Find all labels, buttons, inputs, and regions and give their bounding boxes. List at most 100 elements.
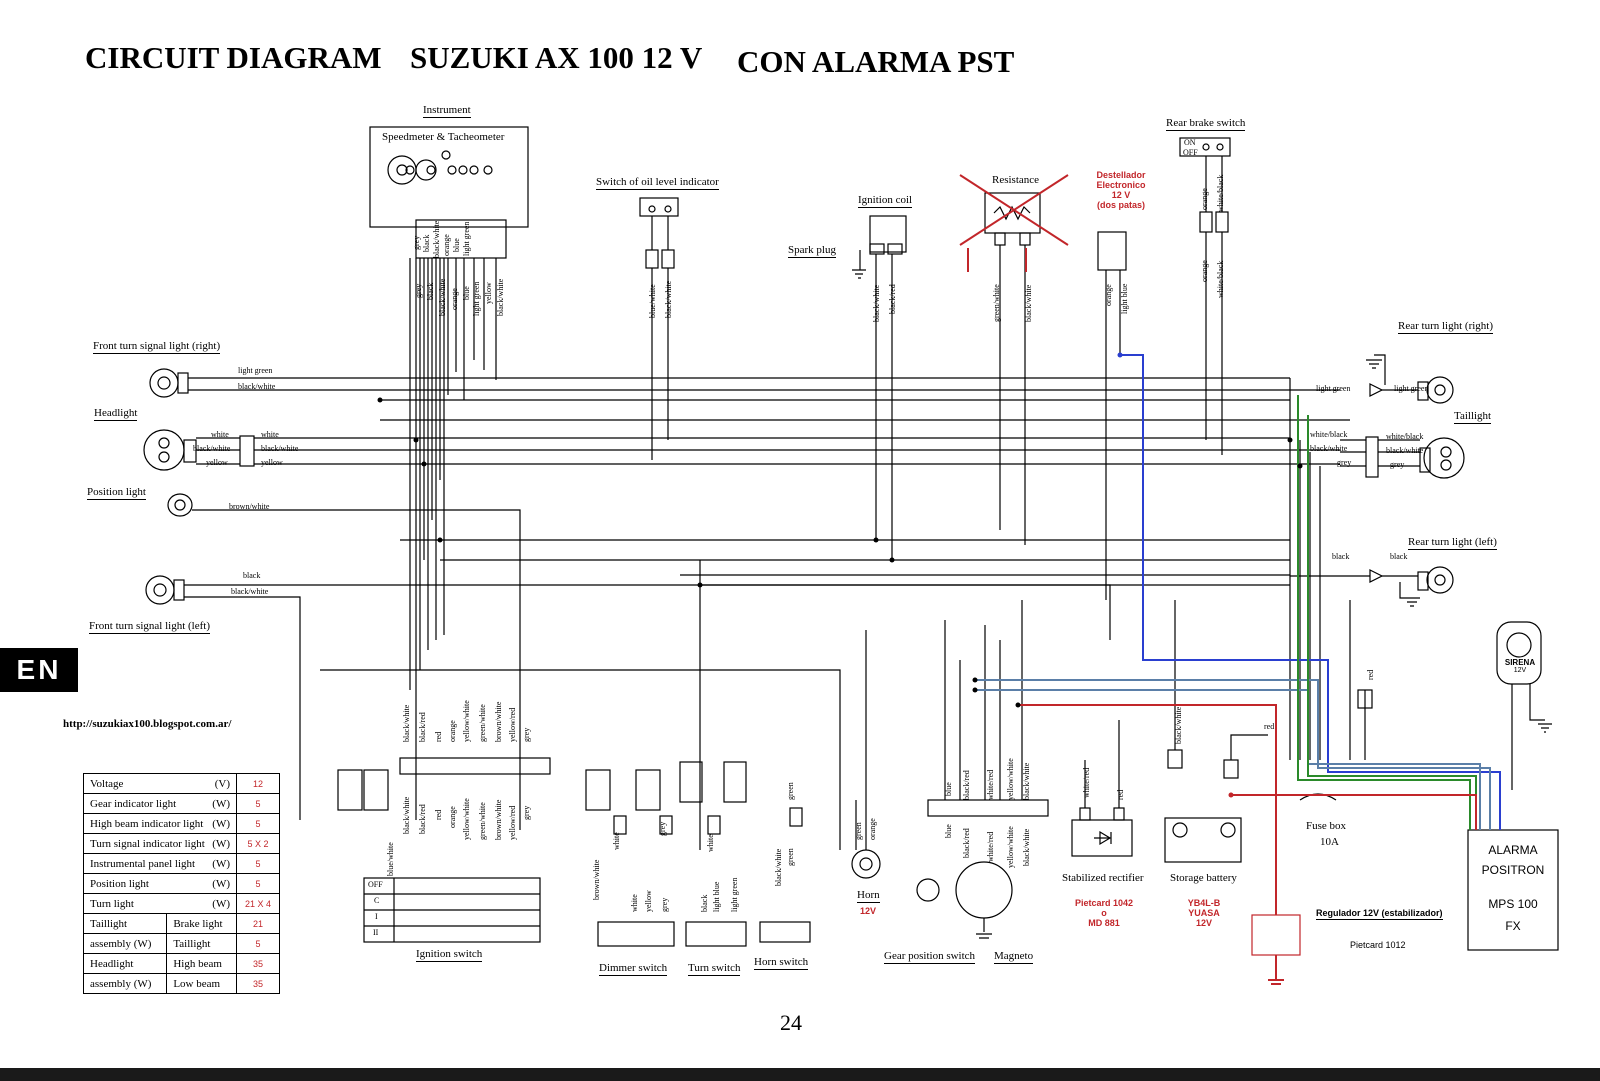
battery-note-3: 12V: [1195, 918, 1212, 928]
vlabel-grey: grey: [412, 235, 421, 250]
wire-label-rt-light-green-a: light green: [1316, 384, 1351, 393]
spec-sub-label: Low beam: [166, 973, 237, 994]
destellador-line-2: Electronico: [1096, 180, 1146, 190]
vlabel-ign-green-white: green/white: [478, 704, 487, 742]
rectifier-note: Pietcard 1042 o MD 881: [1066, 898, 1142, 928]
instrument-label: Instrument: [423, 104, 471, 118]
vlabel-black-white-3: black/white: [496, 278, 505, 316]
spec-value: 5: [236, 793, 280, 814]
wire-label-grey-a: grey: [1337, 458, 1352, 467]
wire-label-white-black-b: white/black: [1386, 432, 1424, 441]
vlabel-horn-black-white: black/white: [774, 848, 783, 886]
ignition-switch-label: Ignition switch: [416, 948, 483, 962]
spec-value: 35: [236, 953, 280, 974]
spec-row: Turn light(W)21 X 4: [83, 893, 280, 914]
ign-pos-c: C: [374, 896, 380, 905]
vlabel-horn-green-2: green: [786, 848, 795, 866]
vlabel-ign2-red: red: [434, 809, 443, 820]
vlabel-orange-2: orange: [450, 288, 459, 310]
vlabel-brake-orange: orange: [1200, 188, 1209, 210]
vlabel-coil-black-white: black/white: [872, 284, 881, 322]
vlabel-mag-black-red: black/red: [962, 770, 971, 800]
front-turn-right-label: Front turn signal light (right): [93, 340, 221, 354]
vlabel-dim-white-2: white: [630, 894, 639, 912]
spec-unit: (W): [212, 877, 230, 890]
alarm-line-2: POSITRON: [1481, 863, 1545, 877]
wire-label-rt-light-green-b: light green: [1394, 384, 1429, 393]
wire-label-white-black-a: white/black: [1310, 430, 1348, 439]
vlabel-mag2-yellow-white: yellow/white: [1006, 826, 1015, 868]
vlabel-ign-black-red: black/red: [418, 712, 427, 742]
wire-label-yellow-a: yellow: [206, 458, 228, 467]
vlabel-ign-blue-white: blue/white: [386, 842, 395, 876]
wire-label-black-white: black/white: [238, 382, 276, 391]
taillight-label: Taillight: [1454, 410, 1492, 424]
destellador-line-3: 12 V: [1111, 190, 1131, 200]
fuse-value: 10A: [1320, 836, 1339, 848]
spec-value: 12: [236, 773, 280, 794]
spec-unit: (W): [212, 797, 230, 810]
alarm-line-1: ALARMA: [1488, 843, 1538, 857]
wire-label-black-white-hl-b: black/white: [261, 444, 299, 453]
position-light-label: Position light: [87, 486, 146, 500]
destellador-note: Destellador Electronico 12 V (dos patas): [1086, 170, 1156, 210]
vlabel-turn-light-blue: light blue: [712, 881, 721, 912]
vlabel-red-right: red: [1366, 669, 1375, 680]
vlabel-rect-white-red: white/red: [1082, 767, 1091, 798]
spec-group-label: Headlight: [82, 953, 168, 974]
vlabel-ign-yellow-white: yellow/white: [462, 700, 471, 742]
vlabel-blue: blue: [452, 238, 461, 252]
wire-label-black: black: [243, 571, 261, 580]
sirena-name: SIRENA: [1504, 658, 1536, 667]
vlabel-mag2-white-red: white/red: [986, 831, 995, 862]
alarm-line-4: FX: [1505, 919, 1521, 933]
spec-row: Voltage(V)12: [83, 773, 280, 794]
rectifier-note-2: o: [1101, 908, 1107, 918]
spec-sub-label: Brake light: [166, 913, 237, 934]
off-label: OFF: [1183, 148, 1198, 157]
destellador-line-1: Destellador: [1096, 170, 1146, 180]
spec-value: 21: [236, 913, 280, 934]
vlabel-brake-orange-2: orange: [1200, 260, 1209, 282]
wire-label-red-battery: red: [1264, 722, 1275, 731]
wire-label-yellow-b: yellow: [261, 458, 283, 467]
battery-note-2: YUASA: [1188, 908, 1220, 918]
gear-position-switch-label: Gear position switch: [884, 950, 976, 964]
spec-row: Turn signal indicator light(W)5 X 2: [83, 833, 280, 854]
vlabel-ign-red: red: [434, 731, 443, 742]
spec-value: 35: [236, 973, 280, 994]
wire-label-rl-black-a: black: [1332, 552, 1350, 561]
spec-unit: (W): [212, 817, 230, 830]
rear-brake-switch-label: Rear brake switch: [1166, 117, 1246, 131]
vlabel-brake-white-black-2: white/black: [1216, 260, 1225, 298]
oil-switch-label: Switch of oil level indicator: [596, 176, 719, 190]
ign-pos-i: I: [375, 912, 378, 921]
spec-group-label: assembly (W): [82, 933, 168, 954]
spec-value: 5: [236, 933, 280, 954]
spec-value: 5: [236, 853, 280, 874]
vlabel-dim-yellow: yellow: [644, 890, 653, 912]
wire-label-black-white-left: black/white: [231, 587, 269, 596]
wire-label-grey-b: grey: [1390, 460, 1405, 469]
vlabel-mag2-black-red: black/red: [962, 828, 971, 858]
vlabel-black-2: black: [426, 282, 435, 300]
vlabel-coil-black-red: black/red: [888, 284, 897, 314]
vlabel-ign-orange: orange: [448, 720, 457, 742]
vlabel-battery-black-white: black/white: [1174, 706, 1183, 744]
dimmer-switch-label: Dimmer switch: [599, 962, 668, 976]
vlabel-ign-grey: grey: [522, 727, 531, 742]
on-label: ON: [1184, 138, 1196, 147]
vlabel-mag2-blue: blue: [944, 824, 953, 838]
spec-label: Voltage(V): [83, 773, 237, 794]
title-alarm: CON ALARMA PST: [737, 44, 1015, 79]
stabilized-rectifier-label: Stabilized rectifier: [1062, 872, 1144, 884]
blog-url: http://suzukiax100.blogspot.com.ar/: [63, 718, 232, 730]
vlabel-mag2-black-white: black/white: [1022, 828, 1031, 866]
alarm-box-label: ALARMA POSITRON MPS 100 FX: [1468, 840, 1558, 936]
vlabel-oil-black-white: black/white: [664, 280, 673, 318]
rectifier-note-1: Pietcard 1042: [1074, 898, 1134, 908]
vlabel-ign-black-white: black/white: [402, 704, 411, 742]
spec-row: Position light(W)5: [83, 873, 280, 894]
